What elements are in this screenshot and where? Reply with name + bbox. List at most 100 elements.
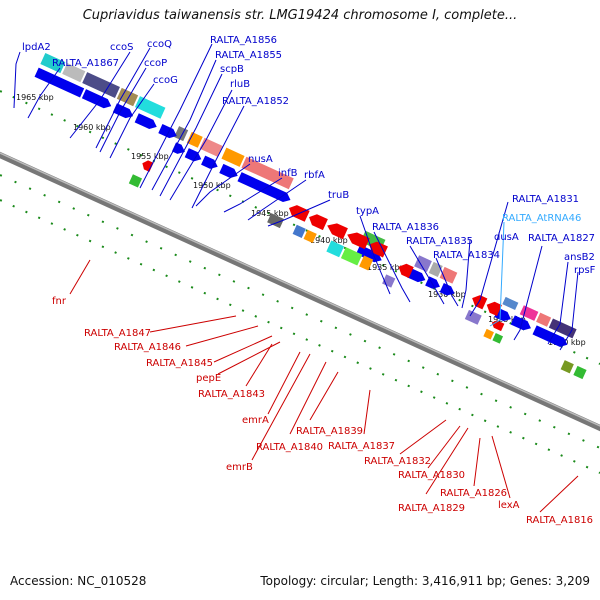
gene-arrow[interactable] xyxy=(81,89,113,111)
gene-label[interactable]: RALTA_A1826 xyxy=(440,488,507,499)
gene-arrow[interactable] xyxy=(484,299,502,317)
gene-arrow[interactable] xyxy=(325,220,348,240)
gene-arrow[interactable] xyxy=(532,325,570,349)
feature-block[interactable] xyxy=(492,333,504,344)
leader-line xyxy=(425,427,469,495)
feature-block[interactable] xyxy=(128,174,143,188)
gene-label[interactable]: RALTA_A1839 xyxy=(296,426,363,437)
gene-label[interactable]: RALTA_A1836 xyxy=(372,222,439,233)
gene-label[interactable]: RALTA_A1855 xyxy=(215,50,282,61)
gene-label[interactable]: RALTA_A1834 xyxy=(433,250,500,261)
gene-label[interactable]: RALTA_A1827 xyxy=(528,233,595,244)
gene-label[interactable]: RALTA_A1840 xyxy=(256,442,323,453)
gene-label[interactable]: RALTA_A1832 xyxy=(364,456,431,467)
feature-block[interactable] xyxy=(267,213,285,229)
gene-arrow[interactable] xyxy=(307,212,328,231)
genome-summary-text: Topology: circular; Length: 3,416,911 bp… xyxy=(260,574,590,588)
gene-label[interactable]: ccoP xyxy=(144,58,167,69)
feature-block[interactable] xyxy=(483,328,494,340)
gene-label[interactable]: RALTA_A1852 xyxy=(222,96,289,107)
gene-label[interactable]: RALTA_A1835 xyxy=(406,236,473,247)
gene-arrow[interactable] xyxy=(34,67,85,98)
gene-label[interactable]: typA xyxy=(356,206,379,217)
gene-label[interactable]: rluB xyxy=(230,79,250,90)
feature-block[interactable] xyxy=(414,255,432,272)
feature-block[interactable] xyxy=(199,137,223,157)
feature-block[interactable] xyxy=(241,156,294,190)
gene-label[interactable]: infB xyxy=(278,168,298,179)
gene-arrow[interactable] xyxy=(158,124,179,141)
gene-label[interactable]: RALTA_AtRNA46 xyxy=(502,213,581,224)
feature-block[interactable] xyxy=(573,365,587,380)
leader-line xyxy=(69,259,91,295)
gene-arrow[interactable] xyxy=(345,229,370,250)
gene-label[interactable]: lexA xyxy=(498,500,520,511)
gene-label[interactable]: ccoS xyxy=(110,42,133,53)
gene-label[interactable]: dusA xyxy=(494,232,519,243)
gene-arrow[interactable] xyxy=(237,172,292,204)
gene-arrow[interactable] xyxy=(140,159,154,172)
gene-label[interactable]: RALTA_A1843 xyxy=(198,389,265,400)
feature-block[interactable] xyxy=(359,255,374,271)
gene-label[interactable]: nusA xyxy=(248,154,273,165)
gene-label[interactable]: fnr xyxy=(52,296,67,307)
feature-block[interactable] xyxy=(221,147,245,167)
forward-labels: lpdA2 RALTA_A1867 ccoS ccoQ ccoP ccoG RA… xyxy=(22,35,596,276)
gene-label[interactable]: rpsF xyxy=(574,265,596,276)
feature-block[interactable] xyxy=(502,296,519,310)
gene-label[interactable]: pepE xyxy=(196,373,221,384)
gene-label[interactable]: RALTA_A1816 xyxy=(526,515,593,526)
feature-block[interactable] xyxy=(464,309,482,325)
feature-block[interactable] xyxy=(186,131,203,148)
gene-label[interactable]: RALTA_A1845 xyxy=(146,358,213,369)
gene-label[interactable]: RALTA_A1856 xyxy=(210,35,277,46)
gene-label[interactable]: ansB2 xyxy=(564,252,595,263)
feature-block[interactable] xyxy=(439,266,458,284)
gene-label[interactable]: ccoG xyxy=(153,75,178,86)
feature-block[interactable] xyxy=(116,87,139,107)
gene-arrow[interactable] xyxy=(396,261,414,279)
feature-block[interactable] xyxy=(292,224,306,239)
gene-arrow[interactable] xyxy=(510,315,533,332)
gene-label[interactable]: emrA xyxy=(242,415,269,426)
gene-label[interactable]: RALTA_A1829 xyxy=(398,503,465,514)
forward-leader-lines xyxy=(13,43,579,351)
feature-block[interactable] xyxy=(303,229,317,244)
gene-arrow[interactable] xyxy=(171,142,187,156)
gene-arrow[interactable] xyxy=(134,113,159,131)
kbp-tick-label: 1940 kbp xyxy=(310,236,348,245)
gene-label[interactable]: rbfA xyxy=(304,170,325,181)
feature-block[interactable] xyxy=(40,53,66,74)
gene-label[interactable]: scpB xyxy=(220,64,244,75)
gene-label[interactable]: ccoQ xyxy=(147,39,172,50)
feature-block[interactable] xyxy=(560,360,574,374)
feature-block[interactable] xyxy=(340,247,363,266)
leader-line xyxy=(149,315,237,333)
feature-block[interactable] xyxy=(326,240,345,258)
gene-arrow[interactable] xyxy=(184,148,204,164)
gene-arrow[interactable] xyxy=(287,203,310,222)
gene-label[interactable]: RALTA_A1830 xyxy=(398,470,465,481)
gene-label[interactable]: RALTA_A1847 xyxy=(84,328,151,339)
gene-label[interactable]: RALTA_A1867 xyxy=(52,58,119,69)
gene-label[interactable]: truB xyxy=(328,190,349,201)
gene-label[interactable]: emrB xyxy=(226,462,253,473)
gene-arrow[interactable] xyxy=(425,276,442,291)
kbp-tick-label: 1920 kbp xyxy=(548,338,586,347)
feature-block[interactable] xyxy=(536,312,552,327)
feature-block[interactable] xyxy=(519,305,539,321)
feature-block[interactable] xyxy=(82,72,120,98)
kbp-tick-label: 1965 kbp xyxy=(16,93,54,102)
feature-block[interactable] xyxy=(62,63,86,83)
gene-label[interactable]: RALTA_A1837 xyxy=(328,441,395,452)
gene-label[interactable]: RALTA_A1846 xyxy=(114,342,181,353)
gene-arrow[interactable] xyxy=(219,163,240,181)
feature-block[interactable] xyxy=(174,126,189,142)
feature-block[interactable] xyxy=(134,96,166,119)
gene-label[interactable]: lpdA2 xyxy=(22,42,51,53)
gene-label[interactable]: RALTA_A1831 xyxy=(512,194,579,205)
gene-arrow[interactable] xyxy=(112,103,135,120)
gene-arrow[interactable] xyxy=(367,239,388,258)
